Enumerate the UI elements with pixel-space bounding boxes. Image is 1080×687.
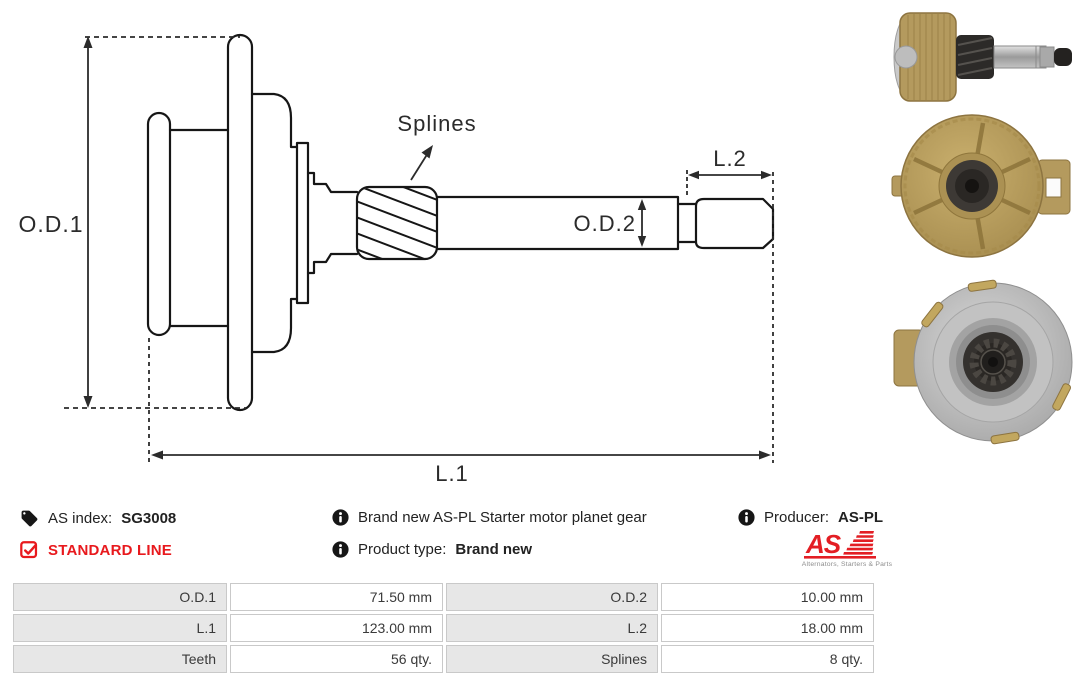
spec-label: L.1 — [13, 614, 227, 642]
dim-label-l2: L.2 — [713, 146, 747, 171]
info-icon — [738, 509, 755, 526]
spline-block — [355, 185, 439, 261]
upper-shoulder — [250, 92, 299, 149]
as-index-value: SG3008 — [121, 510, 177, 527]
info-icon — [332, 541, 349, 558]
spec-value: 123.00 mm — [230, 614, 443, 642]
lower-shoulder — [250, 297, 299, 354]
description-row: Brand new AS-PL Starter motor planet gea… — [332, 509, 647, 526]
product-photo-back-view — [893, 279, 1073, 445]
logo-stripes — [843, 531, 874, 555]
product-description: Brand new AS-PL Starter motor planet gea… — [358, 509, 647, 526]
spec-value: 71.50 mm — [230, 583, 443, 611]
upper-step — [306, 171, 359, 194]
spec-table: O.D.1 71.50 mm O.D.2 10.00 mm L.1 123.00… — [13, 583, 874, 673]
as-pl-logo: AS Alternators, Starters & Parts — [792, 530, 902, 568]
photo1-collar — [1039, 46, 1055, 68]
product-photo-front-view — [891, 114, 1071, 258]
photo1-shaft-tip — [1054, 48, 1072, 66]
shaft-end — [694, 197, 775, 250]
shaft-neck — [676, 202, 698, 244]
disc-connectors — [168, 128, 230, 328]
spec-label: O.D.2 — [446, 583, 658, 611]
spec-value: 8 qty. — [661, 645, 874, 673]
as-index-label: AS index: — [48, 510, 113, 527]
large-disc-outline — [226, 33, 254, 412]
dimension-arrowheads — [83, 36, 772, 460]
producer-value: AS-PL — [838, 509, 884, 526]
product-photo-side-view — [893, 12, 1072, 102]
as-pl-logo-mark: AS — [804, 530, 876, 559]
photo3-rim-tabs — [921, 279, 1071, 445]
lower-step — [306, 252, 359, 275]
shaft — [435, 195, 680, 251]
info-icon — [332, 509, 349, 526]
photo1-shaft — [993, 45, 1047, 69]
spec-value: 10.00 mm — [661, 583, 874, 611]
product-type-value: Brand new — [455, 541, 533, 558]
spec-label: O.D.1 — [13, 583, 227, 611]
dim-label-l1: L.1 — [435, 461, 469, 486]
producer-row: Producer: AS-PL — [738, 509, 883, 526]
logo-as-text: AS — [805, 530, 842, 559]
part-profile — [146, 33, 775, 412]
dim-label-od1: O.D.1 — [18, 211, 83, 237]
product-type-row: Product type: Brand new — [332, 541, 532, 558]
logo-tagline: Alternators, Starters & Parts — [801, 561, 893, 568]
product-type-label: Product type: — [358, 541, 447, 558]
spline-hatch — [358, 188, 436, 258]
photo2-hub-hole — [965, 179, 979, 193]
spec-value: 56 qty. — [230, 645, 443, 673]
tag-icon — [20, 509, 39, 528]
standard-line-row: STANDARD LINE — [20, 541, 172, 560]
spec-value: 18.00 mm — [661, 614, 874, 642]
spec-label: Splines — [446, 645, 658, 673]
spec-label: Teeth — [13, 645, 227, 673]
checkbox-checked-icon — [20, 541, 39, 560]
as-index-row: AS index: SG3008 — [20, 509, 176, 528]
dim-label-splines: Splines — [397, 111, 476, 136]
technical-diagram: O.D.1 Splines O.D.2 L.2 L.1 — [18, 33, 775, 486]
photo2-tab-slot — [1045, 177, 1062, 198]
dimension-lines — [64, 36, 774, 463]
photo2-rim-teeth — [903, 117, 1041, 255]
photo3-center-hole — [988, 357, 998, 367]
dim-label-od2: O.D.2 — [574, 211, 636, 236]
spec-label: L.2 — [446, 614, 658, 642]
photo1-hub — [894, 45, 918, 69]
small-disc-outline — [146, 111, 172, 337]
standard-line-badge: STANDARD LINE — [48, 542, 172, 559]
rib — [295, 141, 310, 305]
logo-underline — [804, 556, 876, 559]
photo1-helix-lines — [957, 37, 993, 76]
photo1-helical-gear — [956, 35, 994, 79]
producer-label: Producer: — [764, 509, 830, 526]
